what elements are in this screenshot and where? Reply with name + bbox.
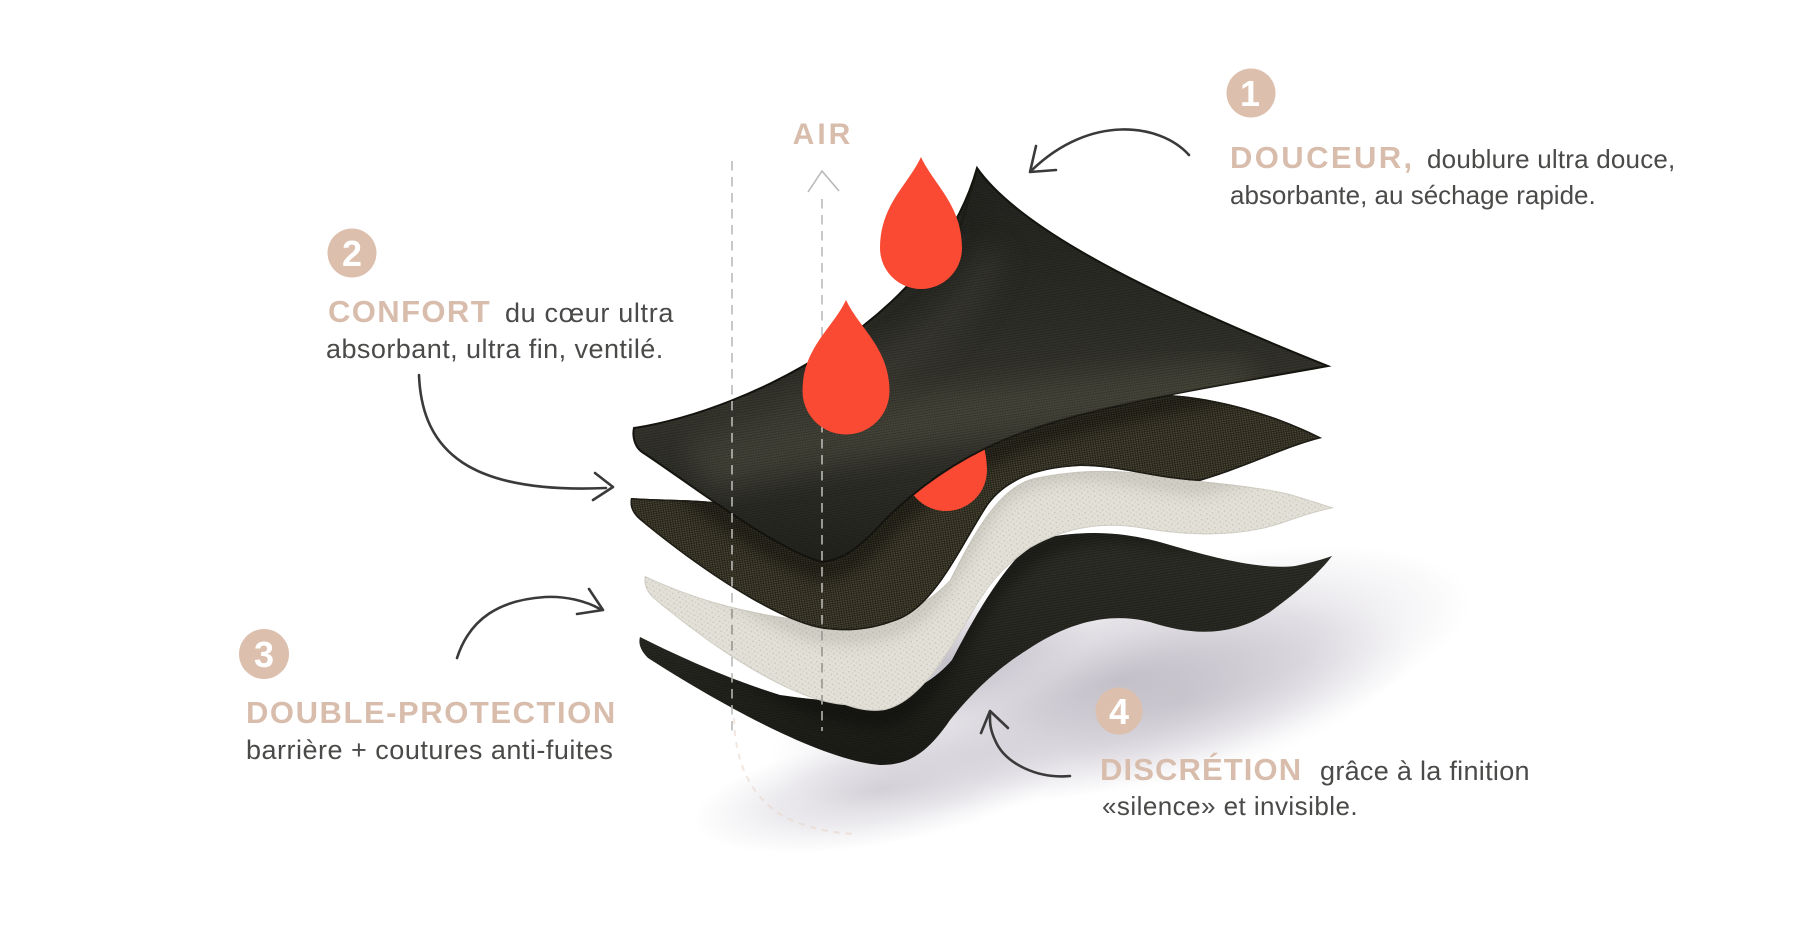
svg-text:2: 2	[342, 233, 362, 274]
svg-text:1: 1	[1240, 73, 1260, 114]
svg-text:DOUCEUR,: DOUCEUR,	[1230, 140, 1415, 175]
svg-text:grâce à la finition: grâce à la finition	[1320, 756, 1530, 786]
svg-text:absorbant, ultra fin, ventilé.: absorbant, ultra fin, ventilé.	[326, 334, 664, 364]
svg-text:DOUBLE-PROTECTION: DOUBLE-PROTECTION	[246, 695, 617, 730]
svg-text:doublure ultra douce,: doublure ultra douce,	[1427, 144, 1675, 174]
svg-text:CONFORT: CONFORT	[328, 294, 491, 329]
svg-text:«silence» et invisible.: «silence» et invisible.	[1102, 791, 1358, 821]
svg-text:du cœur ultra: du cœur ultra	[505, 298, 674, 328]
svg-text:barrière + coutures anti-fuite: barrière + coutures anti-fuites	[246, 735, 613, 765]
svg-text:DISCRÉTION: DISCRÉTION	[1100, 752, 1302, 787]
svg-text:4: 4	[1109, 691, 1129, 732]
svg-text:3: 3	[254, 634, 274, 675]
svg-text:AIR: AIR	[793, 118, 854, 151]
svg-text:absorbante, au séchage rapide.: absorbante, au séchage rapide.	[1230, 180, 1596, 210]
